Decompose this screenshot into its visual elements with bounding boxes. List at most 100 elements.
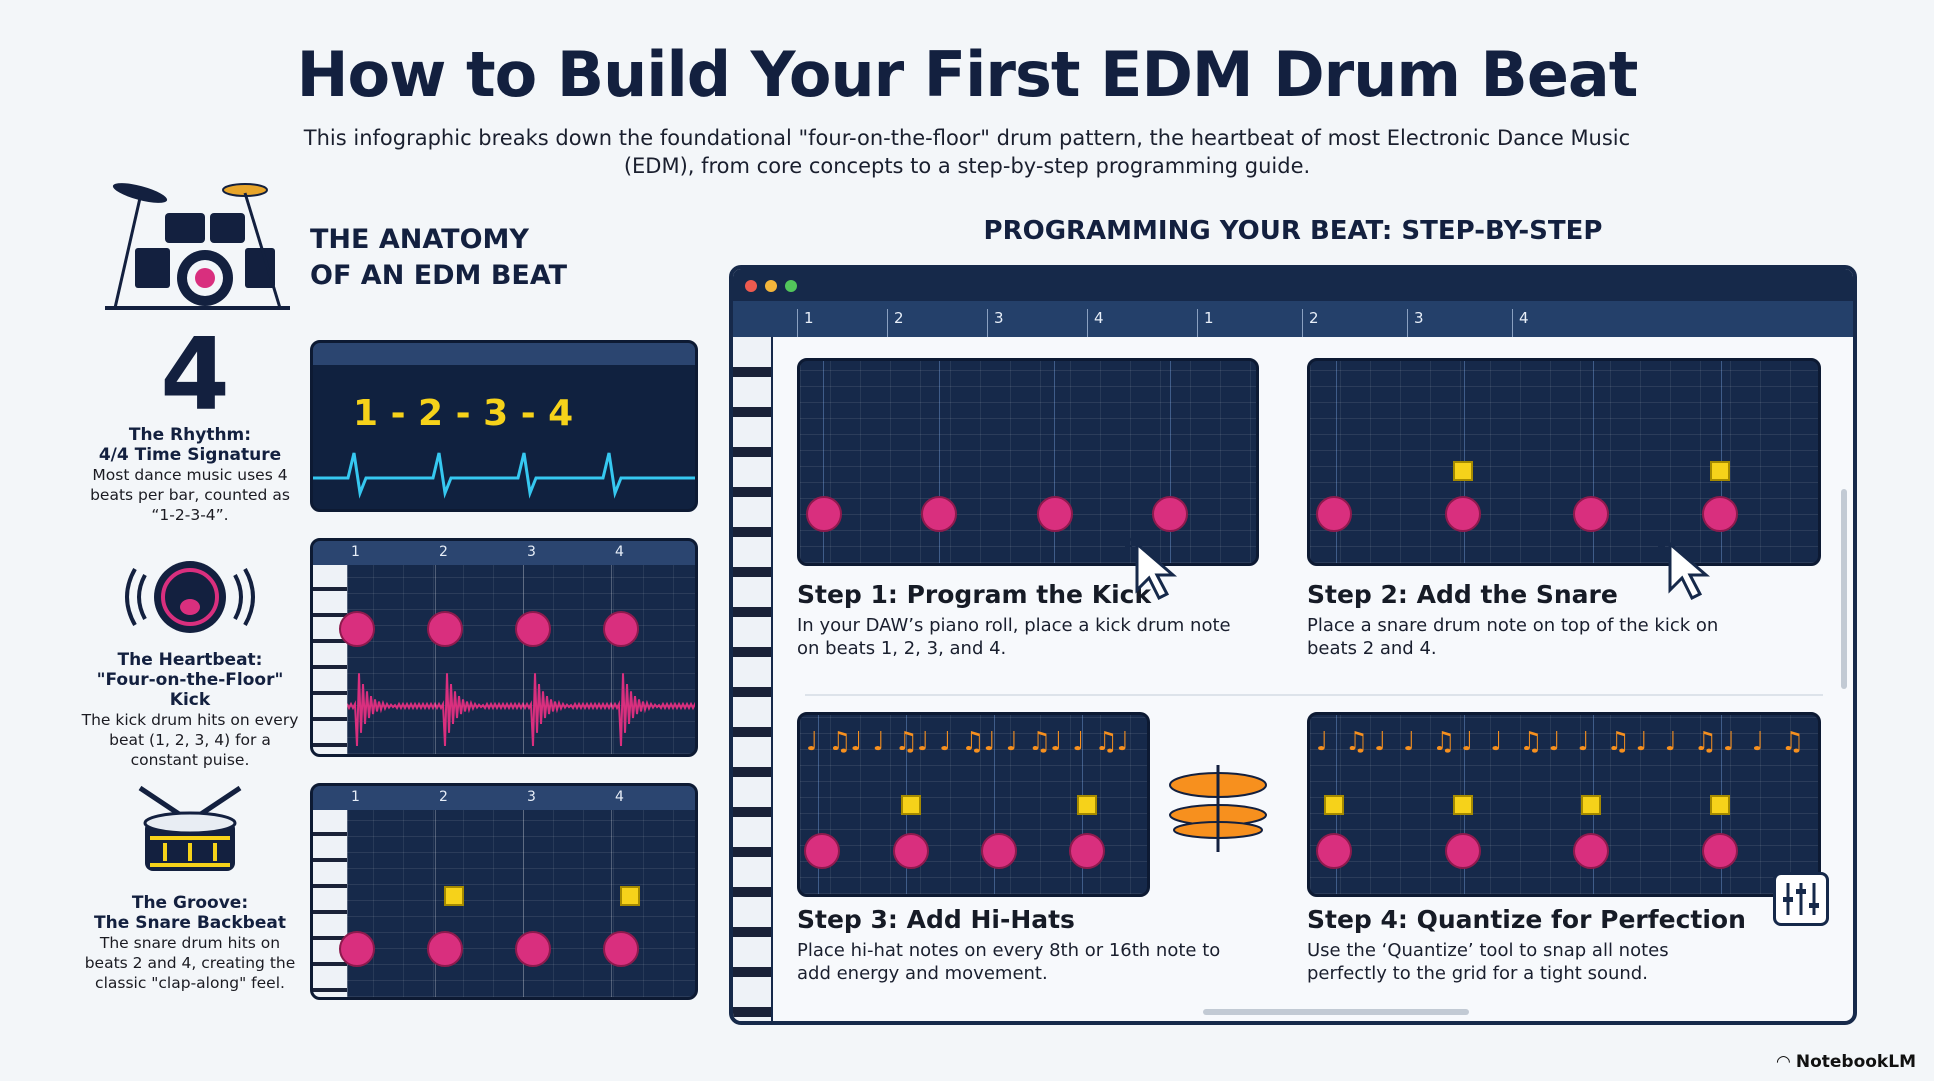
beat-line bbox=[817, 715, 819, 894]
heartbeat-title1: The Heartbeat: bbox=[117, 650, 263, 670]
hihat-note: ♫ bbox=[1345, 727, 1369, 757]
kick-note bbox=[804, 833, 841, 869]
ruler-beat: 2 bbox=[439, 544, 448, 560]
snare-note bbox=[900, 795, 921, 815]
piano-keys bbox=[313, 810, 347, 997]
ruler-beat: 4 bbox=[615, 544, 624, 560]
kick-note bbox=[1036, 496, 1073, 532]
hihat-note: ♩ bbox=[1751, 727, 1765, 757]
hihat-note: ♫ bbox=[1693, 727, 1718, 757]
kick-note bbox=[339, 611, 375, 647]
quantize-icon[interactable] bbox=[1773, 872, 1829, 926]
hihat-note: ♩ bbox=[983, 727, 996, 757]
groove-title1: The Groove: bbox=[131, 893, 249, 913]
minimize-button[interactable] bbox=[765, 280, 777, 292]
hihat-note: ♩ bbox=[1577, 727, 1590, 757]
maximize-button[interactable] bbox=[785, 280, 797, 292]
hihat-note: ♩ bbox=[1005, 727, 1019, 757]
hihat-note: ♫ bbox=[828, 727, 852, 757]
kick-note bbox=[515, 611, 551, 647]
kick-note bbox=[339, 931, 375, 967]
cursor-icon bbox=[1658, 532, 1718, 606]
step3-title: Step 3: Add Hi-Hats bbox=[797, 905, 1075, 934]
ruler-beat: 1 bbox=[351, 544, 360, 560]
hihat-note: ♩ bbox=[850, 727, 863, 757]
close-button[interactable] bbox=[745, 280, 757, 292]
beat-line bbox=[611, 565, 612, 754]
snare-drum-icon bbox=[138, 785, 242, 871]
kick-note bbox=[427, 931, 463, 967]
daw-ruler-beat: 1 bbox=[797, 309, 814, 337]
snare-note bbox=[1324, 795, 1345, 815]
rhythm-title1: The Rhythm: bbox=[128, 425, 252, 445]
beat-line bbox=[994, 715, 996, 894]
beat-line bbox=[611, 810, 612, 997]
groove-desc: The snare drum hits on beats 2 and 4, cr… bbox=[84, 934, 296, 992]
heartbeat-text: The Heartbeat:"Four-on-the-Floor" Kick T… bbox=[80, 650, 300, 770]
beat-line bbox=[435, 810, 436, 997]
kick-note bbox=[980, 833, 1017, 869]
step4-desc: Use the ‘Quantize’ tool to snap all note… bbox=[1307, 940, 1669, 984]
beat-line bbox=[1335, 361, 1337, 563]
hihat-note: ♩ bbox=[806, 727, 819, 757]
kick-note bbox=[1152, 496, 1189, 532]
beat-line bbox=[823, 361, 825, 563]
beat-line bbox=[938, 361, 940, 563]
step3-desc: Place hi-hat notes on every 8th or 16th … bbox=[797, 940, 1221, 984]
snare-note bbox=[1077, 795, 1098, 815]
daw-ruler-beat: 2 bbox=[887, 309, 904, 337]
hihat-note: ♩ bbox=[872, 727, 885, 757]
hihat-note: ♫ bbox=[1432, 727, 1456, 757]
step1-desc: In your DAW’s piano roll, place a kick d… bbox=[797, 615, 1231, 659]
ruler-beat: 3 bbox=[527, 544, 536, 560]
hihat-note: ♩ bbox=[917, 727, 930, 757]
hihat-note: ♫ bbox=[1028, 727, 1052, 757]
notebooklm-brand: ◠ NotebookLM bbox=[1776, 1052, 1916, 1072]
groove-title2: The Snare Backbeat bbox=[94, 913, 286, 933]
hihat-note: ♩ bbox=[1461, 727, 1474, 757]
brand-label: NotebookLM bbox=[1795, 1052, 1916, 1072]
beat-line bbox=[347, 810, 348, 997]
programming-heading: PROGRAMMING YOUR BEAT: STEP-BY-STEP bbox=[983, 216, 1603, 246]
rhythm-title2: 4/4 Time Signature bbox=[98, 445, 282, 465]
kick-panel-ruler: 1 2 3 4 bbox=[313, 541, 695, 565]
step1-title: Step 1: Program the Kick bbox=[797, 580, 1152, 609]
drum-kit-icon bbox=[105, 183, 290, 310]
kick-note bbox=[921, 496, 958, 532]
step2-title: Step 2: Add the Snare bbox=[1307, 580, 1618, 609]
hihat-note: ♫ bbox=[1519, 727, 1543, 757]
kick-note bbox=[1444, 496, 1481, 532]
kick-note bbox=[603, 931, 639, 967]
cursor-icon bbox=[1125, 532, 1185, 606]
ruler-beat: 2 bbox=[439, 789, 448, 805]
anatomy-heading-line1: THE ANATOMY bbox=[310, 224, 529, 255]
groove-text: The Groove:The Snare Backbeat The snare … bbox=[80, 893, 300, 993]
rhythm-panel: 1 - 2 - 3 - 4 bbox=[310, 340, 698, 512]
kick-note bbox=[805, 496, 842, 532]
kick-note bbox=[1444, 833, 1481, 869]
horizontal-scrollbar[interactable] bbox=[1203, 1009, 1469, 1015]
anatomy-heading-line2: OF AN EDM BEAT bbox=[310, 260, 568, 291]
beat-line bbox=[1592, 361, 1594, 563]
daw-titlebar bbox=[733, 269, 1853, 301]
beat-line bbox=[523, 810, 524, 997]
daw-ruler-beat: 3 bbox=[1407, 309, 1424, 337]
kick-note bbox=[1069, 833, 1106, 869]
kick-waveform bbox=[347, 673, 695, 747]
hihat-note: ♩ bbox=[1664, 727, 1677, 757]
daw-ruler-beat: 4 bbox=[1087, 309, 1104, 337]
rhythm-desc: Most dance music uses 4 beats per bar, c… bbox=[90, 466, 290, 524]
beat-line bbox=[347, 565, 348, 754]
step4-title: Step 4: Quantize for Perfection bbox=[1307, 905, 1746, 934]
ruler-beat: 1 bbox=[351, 789, 360, 805]
hihat-note: ♩ bbox=[1050, 727, 1063, 757]
hihat-note: ♩ bbox=[939, 727, 952, 757]
cymbal-icon bbox=[1169, 765, 1267, 852]
hihat-note: ♩ bbox=[1403, 727, 1416, 757]
snare-note bbox=[444, 886, 464, 906]
hihat-note: ♩ bbox=[1374, 727, 1387, 757]
ruler-beat: 4 bbox=[615, 789, 624, 805]
vertical-scrollbar[interactable] bbox=[1841, 489, 1847, 689]
